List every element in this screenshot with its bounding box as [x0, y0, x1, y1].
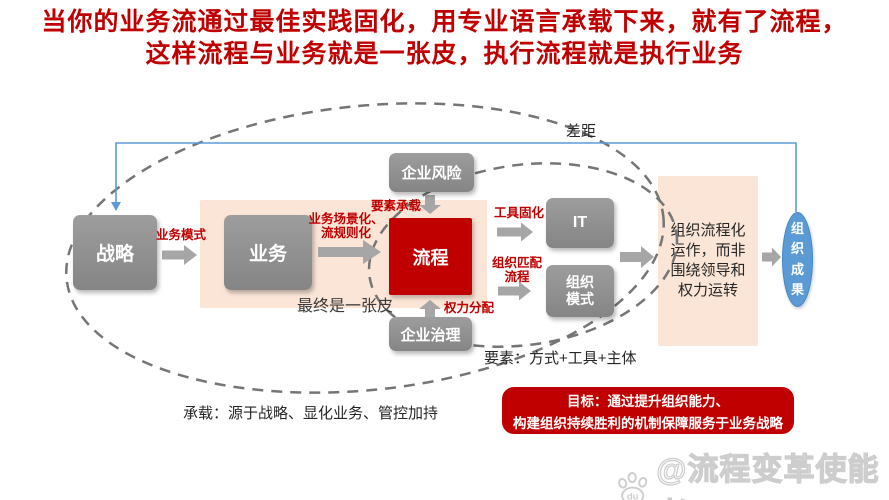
arrow-to-outcome-icon: [762, 247, 781, 267]
title-line-1: 当你的业务流通过最佳实践固化，用专业语言承载下来，就有了流程，: [41, 8, 848, 36]
label-gap: 差距: [566, 123, 597, 140]
baidu-du-text: du: [627, 492, 639, 500]
label-scenario-rules: 业务场景化、 流规则化: [308, 212, 384, 241]
goal-line-2: 构建组织持续胜利的机制保障服务于业务战略: [513, 415, 783, 431]
watermark: du @流程变革使能者: [614, 444, 889, 500]
business-box: 业务: [224, 215, 312, 290]
enterprise-risk-box: 企业风险: [389, 153, 474, 192]
arrow-process-to-it-icon: [497, 222, 533, 242]
title-line-2: 这样流程与业务就是一张皮，执行流程就是执行业务: [145, 40, 744, 68]
goal-line-1: 目标：通过提升组织能力、: [567, 393, 729, 409]
goal-box: 目标：通过提升组织能力、 构建组织持续胜利的机制保障服务于业务战略: [502, 387, 794, 434]
note-elements: 要素：方式+工具+主体: [484, 350, 637, 367]
label-element-carry: 要素承载: [371, 199, 422, 213]
org-operation-panel: 组织流程化 运作，而非 围绕领导和 权力运转: [658, 176, 758, 346]
label-power-allocation: 权力分配: [444, 301, 495, 315]
process-box: 流程: [389, 218, 472, 295]
org-outcome-ellipse: 组织成果: [782, 212, 813, 307]
org-outcome-label: 组织成果: [790, 221, 804, 297]
watermark-handle: @流程变革使能者: [656, 451, 880, 500]
strategy-box: 战略: [73, 215, 157, 290]
note-carry: 承载：源于战略、显化业务、管控加持: [183, 405, 439, 422]
label-org-match: 组织匹配 流程: [491, 256, 542, 285]
enterprise-governance-box: 企业治理: [389, 317, 472, 351]
it-box: IT: [546, 198, 614, 248]
baidu-paw-icon: du: [618, 471, 648, 500]
label-one-skin: 最终是一张皮: [297, 298, 394, 315]
label-business-model: 业务模式: [156, 228, 207, 242]
arrow-strategy-to-business-icon: [162, 245, 197, 265]
arrow-to-org-operation-icon: [620, 246, 654, 268]
org-mode-box: 组织 模式: [546, 265, 614, 317]
feedback-arrow-down-icon: [111, 202, 121, 211]
label-tool-solidify: 工具固化: [494, 206, 545, 220]
page-title: 当你的业务流通过最佳实践固化，用专业语言承载下来，就有了流程， 这样流程与业务就…: [0, 6, 889, 70]
